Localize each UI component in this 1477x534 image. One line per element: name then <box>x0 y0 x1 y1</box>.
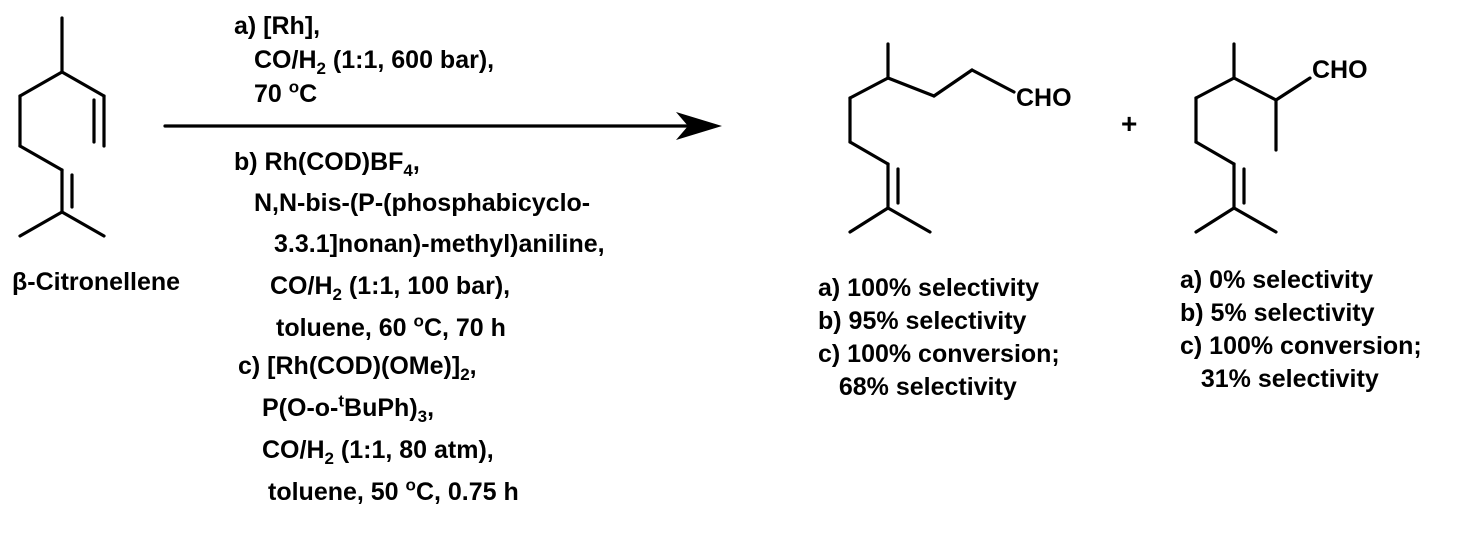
condition-b-line4: CO/H2 (1:1, 100 bar), <box>270 272 511 304</box>
linear-aldehyde-structure <box>848 42 1016 234</box>
linear-result-c2: 68% selectivity <box>818 373 1017 401</box>
condition-c-line1: c) [Rh(COD)(OMe)]2, <box>238 352 477 384</box>
condition-b-line2: N,N-bis-(P-(phosphabicyclo- <box>254 189 591 217</box>
branched-result-b: b) 5% selectivity <box>1180 299 1375 327</box>
condition-a-line1: a) [Rh], <box>234 12 321 40</box>
condition-a-line3: 70 oC <box>254 77 318 108</box>
linear-result-a: a) 100% selectivity <box>818 274 1039 302</box>
condition-b-line5: toluene, 60 oC, 70 h <box>276 311 506 342</box>
linear-result-c: c) 100% conversion; <box>818 340 1060 368</box>
citronellene-structure <box>18 16 106 238</box>
condition-b-line3: 3.3.1]nonan)-methyl)aniline, <box>274 230 605 258</box>
condition-c-line3: CO/H2 (1:1, 80 atm), <box>262 436 494 468</box>
reactant-name: β-Citronellene <box>12 268 181 296</box>
branched-aldehyde-structure <box>1194 42 1312 234</box>
branched-cho-label: CHO <box>1312 56 1368 85</box>
branched-result-a: a) 0% selectivity <box>1180 266 1374 294</box>
linear-product-results: a) 100% selectivity b) 95% selectivity c… <box>818 274 1060 406</box>
condition-a-line2: CO/H2 (1:1, 600 bar), <box>254 46 495 78</box>
branched-result-c2: 31% selectivity <box>1180 365 1379 393</box>
condition-b-line1: b) Rh(COD)BF4, <box>234 148 420 180</box>
plus-sign: + <box>1121 108 1138 139</box>
condition-c-line2: P(O-o-tBuPh)3, <box>262 391 435 426</box>
condition-c-line4: toluene, 50 oC, 0.75 h <box>268 475 519 506</box>
branched-result-c: c) 100% conversion; <box>1180 332 1422 360</box>
branched-product-results: a) 0% selectivity b) 5% selectivity c) 1… <box>1180 266 1422 398</box>
arrow-head <box>676 112 722 140</box>
linear-result-b: b) 95% selectivity <box>818 307 1027 335</box>
linear-cho-label: CHO <box>1016 84 1072 113</box>
